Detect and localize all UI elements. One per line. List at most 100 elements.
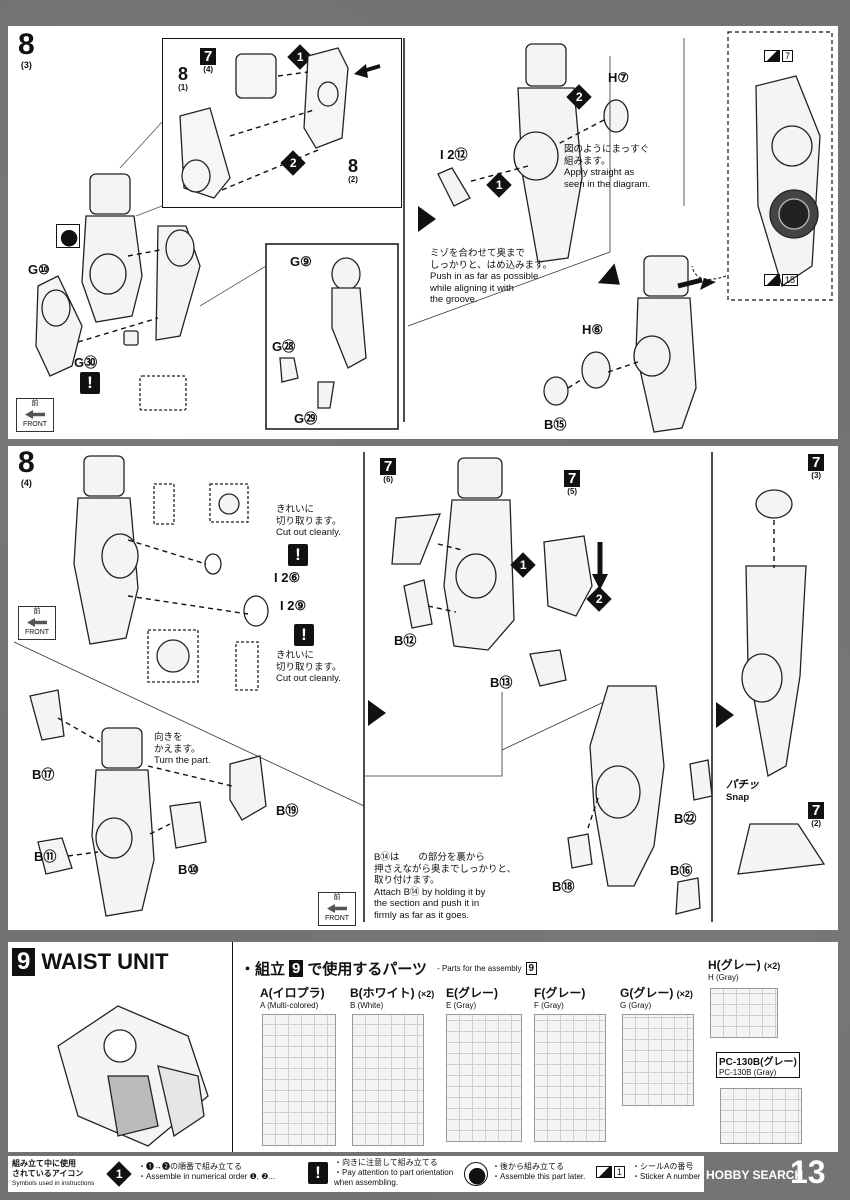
- part-badge-7-3: 7 (3): [808, 454, 825, 480]
- runner-en: F (Gray): [534, 1001, 564, 1010]
- runner-jp: G(グレー): [620, 986, 674, 1000]
- order-icon: 1: [106, 1161, 132, 1187]
- front-en: FRONT: [324, 915, 350, 922]
- runner-qty: (×2): [418, 989, 435, 999]
- watermark-text: HOBBY SEARCH: [706, 1168, 804, 1182]
- orientation-warning-icon: !: [288, 544, 308, 566]
- part-label-b15: B⑮: [544, 417, 567, 432]
- attach-jp-2: 押さえながら奥までしっかりと、: [374, 863, 517, 875]
- snap-en: Snap: [726, 791, 750, 803]
- note-straight: 図のようにまっすぐ 組みます。 Apply straight as seen i…: [564, 144, 650, 190]
- sticker-number: 15: [782, 274, 799, 286]
- part-badge-7-4: 7 (4): [200, 48, 217, 74]
- note-en-3: the groove.: [430, 294, 478, 305]
- turn-en: Turn the part.: [154, 755, 211, 766]
- part-label-g30: G㉚: [74, 355, 98, 370]
- badge-num: 8: [178, 64, 189, 84]
- legend-jp: ・向きに注意して組み立てる: [334, 1158, 438, 1167]
- legend-item-orientation: ・向きに注意して組み立てる ・Pay attention to part ori…: [334, 1158, 453, 1188]
- orientation-warning-icon: !: [80, 372, 100, 394]
- step-number: 8: [18, 28, 35, 61]
- note-en-2: while aligning it with: [430, 282, 514, 294]
- page-number: 13: [790, 1154, 826, 1190]
- step-badge: 8 (3): [14, 28, 39, 71]
- turn-note: 向きを かえます。 Turn the part.: [154, 732, 211, 767]
- legend-head: 組み立て中に使用 されているアイコン Symbols used in instr…: [12, 1159, 94, 1189]
- badge-num: 7: [808, 454, 825, 471]
- legend-en: ・Sticker A number: [632, 1172, 701, 1181]
- runner-h: [710, 988, 778, 1038]
- legend-item-sticker: ・シールAの番号 ・Sticker A number: [632, 1162, 700, 1182]
- note-en-1: Apply straight as: [564, 167, 635, 178]
- legend-jp: ・後から組み立てる: [492, 1162, 564, 1171]
- parts-en-num: 9: [525, 962, 538, 975]
- badge-sub: (5): [567, 487, 578, 496]
- legend-head-jp-1: 組み立て中に使用: [12, 1159, 76, 1168]
- part-badge-7-5: 7 (5): [564, 470, 581, 496]
- cut-en: Cut out cleanly.: [276, 673, 341, 684]
- sticker-icon: 1: [596, 1166, 626, 1178]
- runner-g: [622, 1014, 694, 1106]
- part-label-g9: G⑨: [290, 254, 312, 269]
- badge-sub: (1): [178, 83, 188, 92]
- part-badge-7-6: 7 (6): [380, 458, 397, 484]
- legend-en: ・Assemble this part later.: [492, 1172, 586, 1181]
- orientation-warning-icon: !: [294, 624, 314, 646]
- part-label-g10: G⑩: [28, 262, 50, 277]
- attach-jp-1: B⑭は の部分を裏から: [374, 852, 485, 863]
- runner-jp: PC-130B(グレー): [719, 1057, 797, 1068]
- snap-jp: パチッ: [726, 779, 759, 791]
- cut-jp-2: 切り取ります。: [276, 661, 342, 673]
- note-jp-1: 図のようにまっすぐ: [564, 144, 650, 155]
- runner-en: PC-130B (Gray): [719, 1068, 777, 1077]
- step-title: WAIST UNIT: [41, 949, 169, 974]
- runner-en: E (Gray): [446, 1001, 477, 1010]
- runner-g-label: G(グレー) (×2)G (Gray): [620, 984, 693, 1010]
- front-arrow-icon: [327, 904, 347, 913]
- part-label-b18: B⑱: [552, 879, 575, 894]
- part-label-b11: B⑪: [34, 849, 57, 864]
- snap-note: パチッ Snap: [726, 779, 759, 803]
- part-label-b17: B⑰: [32, 767, 55, 782]
- legend-item-order: ・❶→❷の順番で組み立てる ・Assemble in numerical ord…: [138, 1162, 275, 1182]
- legend-head-en: Symbols used in instructions: [12, 1180, 95, 1187]
- attach-jp-3: 取り付けます。: [374, 875, 440, 886]
- step-9-panel: 9 WAIST UNIT ・組立 9 で使用するパーツ - Parts for …: [8, 942, 838, 1152]
- watermark: HOBBY SEARCH: [706, 1168, 803, 1182]
- note-jp-2: 組みます。: [564, 155, 611, 167]
- note-groove: ミゾを合わせて奥まで しっかりと、はめ込みます。 Push in as far …: [430, 248, 552, 306]
- orientation-warning-icon: !: [308, 1162, 328, 1184]
- runner-f-label: F(グレー)F (Gray): [534, 984, 585, 1010]
- badge-sub: (4): [203, 65, 214, 74]
- assemble-later-icon: [464, 1162, 488, 1186]
- waist-unit-drawing: [57, 1005, 209, 1147]
- badge-sub: (2): [811, 819, 822, 828]
- attach-en-3: firmly as far as it goes.: [374, 909, 470, 921]
- runner-h-label: H(グレー) (×2)H (Gray): [708, 956, 780, 982]
- runner-f: [534, 1014, 606, 1142]
- sticker-number: 7: [782, 50, 794, 62]
- runner-qty: (×2): [676, 989, 693, 999]
- badge-sub: (2): [348, 175, 358, 184]
- front-jp: 前: [31, 400, 39, 407]
- runner-a-label: A(イロプラ)A (Multi-colored): [260, 984, 325, 1010]
- front-jp: 前: [333, 894, 341, 901]
- runner-en: B (White): [350, 1001, 384, 1010]
- runner-b: [352, 1014, 424, 1146]
- part-label-b12: B⑫: [394, 633, 417, 648]
- front-direction-icon: 前 FRONT: [16, 398, 54, 432]
- runner-a: [262, 1014, 336, 1146]
- front-en: FRONT: [22, 421, 48, 428]
- step-badge: 8 (4): [14, 448, 39, 489]
- legend-head-jp-2: されているアイコン: [12, 1169, 84, 1178]
- icon-legend: 組み立て中に使用 されているアイコン Symbols used in instr…: [8, 1156, 704, 1192]
- part-label-i29: I 2⑨: [280, 598, 307, 613]
- cut-jp-2: 切り取ります。: [276, 515, 342, 527]
- sticker-ref-bottom: 15: [764, 274, 799, 286]
- parts-header: ・組立 9 で使用するパーツ - Parts for the assembly …: [240, 958, 538, 979]
- part-label-g29: G㉙: [294, 411, 318, 426]
- parts-step-num: 9: [289, 960, 304, 977]
- cut-en: Cut out cleanly.: [276, 527, 341, 538]
- front-jp: 前: [33, 608, 41, 615]
